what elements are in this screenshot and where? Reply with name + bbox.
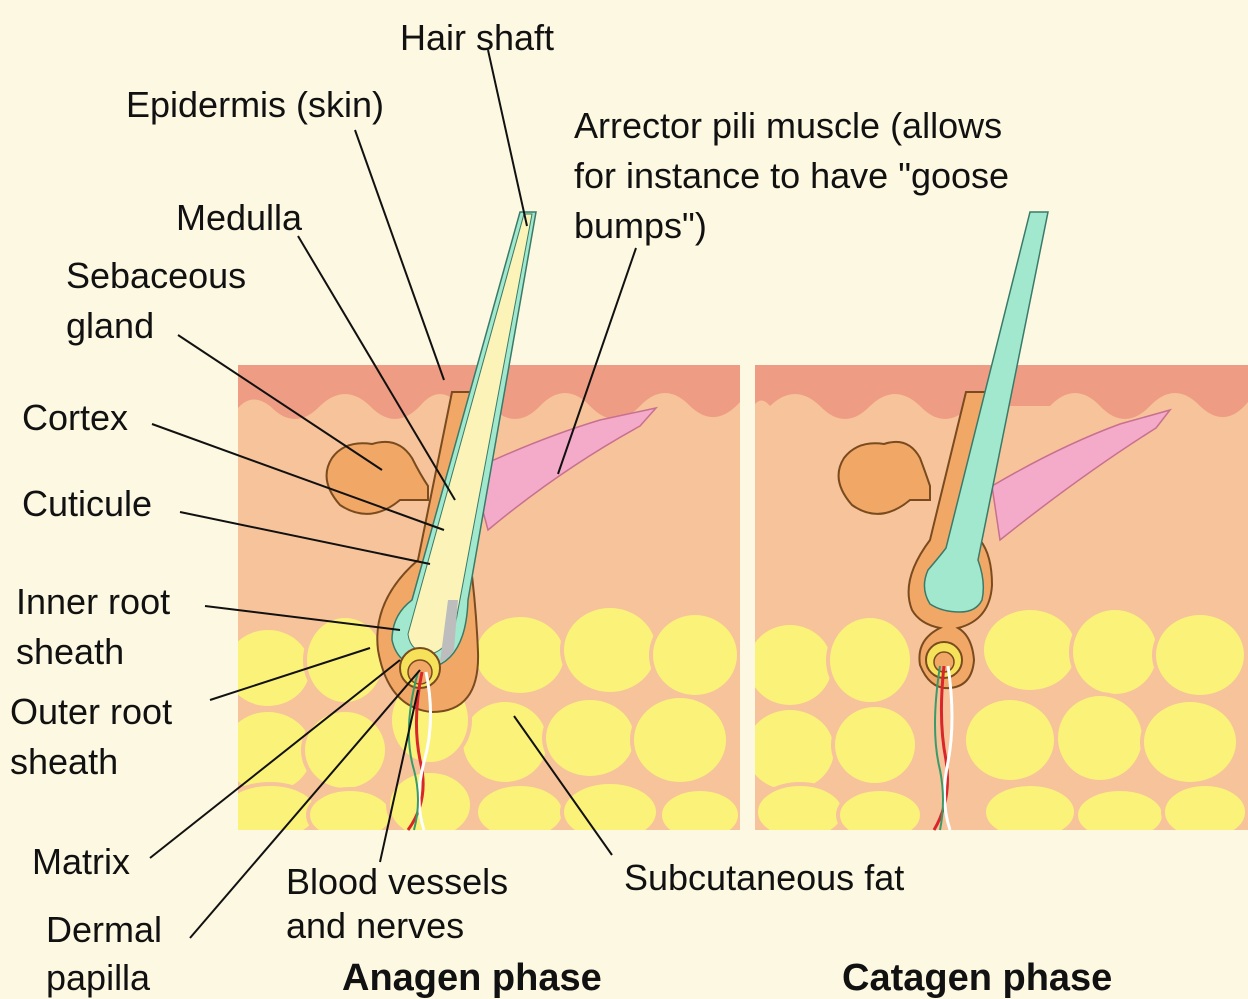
leader-epidermis	[355, 130, 444, 380]
label-hair-shaft: Hair shaft	[400, 17, 554, 58]
label-dermal-line2: papilla	[46, 957, 151, 998]
catagen-skin-panel	[744, 212, 1248, 841]
label-epidermis: Epidermis (skin)	[126, 84, 384, 125]
subcutaneous-fat-cells	[744, 608, 1247, 841]
label-dermal-line1: Dermal	[46, 909, 162, 950]
label-arrector-line3: bumps")	[574, 205, 707, 246]
anagen-skin-panel	[222, 212, 740, 842]
label-arrector-line1: Arrector pili muscle (allows	[574, 105, 1002, 146]
label-inner-root-line2: sheath	[16, 631, 124, 672]
leader-hair-shaft	[488, 50, 527, 226]
label-arrector-line2: for instance to have "goose	[574, 155, 1009, 196]
label-sebaceous-line2: gland	[66, 305, 154, 346]
label-blood-line2: and nerves	[286, 905, 464, 946]
label-outer-root-line1: Outer root	[10, 691, 172, 732]
label-blood-line1: Blood vessels	[286, 861, 508, 902]
label-cortex: Cortex	[22, 397, 128, 438]
label-medulla: Medulla	[176, 197, 303, 238]
label-inner-root-line1: Inner root	[16, 581, 170, 622]
subcutaneous-fat-cells	[222, 606, 740, 842]
label-matrix: Matrix	[32, 841, 130, 882]
label-catagen-phase: Catagen phase	[842, 957, 1112, 999]
label-outer-root-line2: sheath	[10, 741, 118, 782]
label-cuticule: Cuticule	[22, 483, 152, 524]
label-subcutaneous: Subcutaneous fat	[624, 857, 904, 898]
label-sebaceous-line1: Sebaceous	[66, 255, 246, 296]
label-anagen-phase: Anagen phase	[342, 957, 602, 999]
